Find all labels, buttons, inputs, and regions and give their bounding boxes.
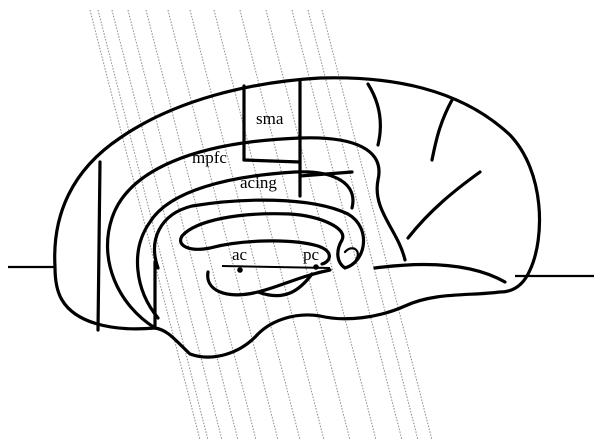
slice-line [214, 10, 324, 440]
slice-line [292, 10, 402, 440]
parietal-boundary-2 [432, 100, 452, 160]
label-pc: pc [303, 245, 320, 264]
ventricle-curve [345, 248, 358, 260]
slice-line [98, 10, 208, 440]
corpus-callosum [155, 200, 364, 268]
label-ac: ac [232, 245, 248, 264]
parieto-occipital-sulcus [408, 172, 480, 238]
slice-line [322, 10, 432, 440]
slice-line [308, 10, 418, 440]
slice-lines [90, 10, 432, 440]
ac-point [237, 267, 243, 273]
slice-line [128, 10, 238, 440]
pc-point [313, 264, 319, 270]
parietal-boundary-1 [368, 84, 380, 145]
label-acing: acing [240, 173, 277, 192]
label-mpfc: mpfc [192, 148, 227, 167]
brain-outline [55, 78, 540, 357]
frontal-pole-boundary [98, 162, 100, 330]
brainstem-outline [375, 265, 505, 282]
label-sma: sma [256, 109, 284, 128]
slice-line [190, 10, 300, 440]
slice-line [112, 10, 222, 440]
slice-line [168, 10, 278, 440]
sma-bottom-boundary [244, 160, 300, 162]
cingulate-sulcus [108, 138, 405, 328]
